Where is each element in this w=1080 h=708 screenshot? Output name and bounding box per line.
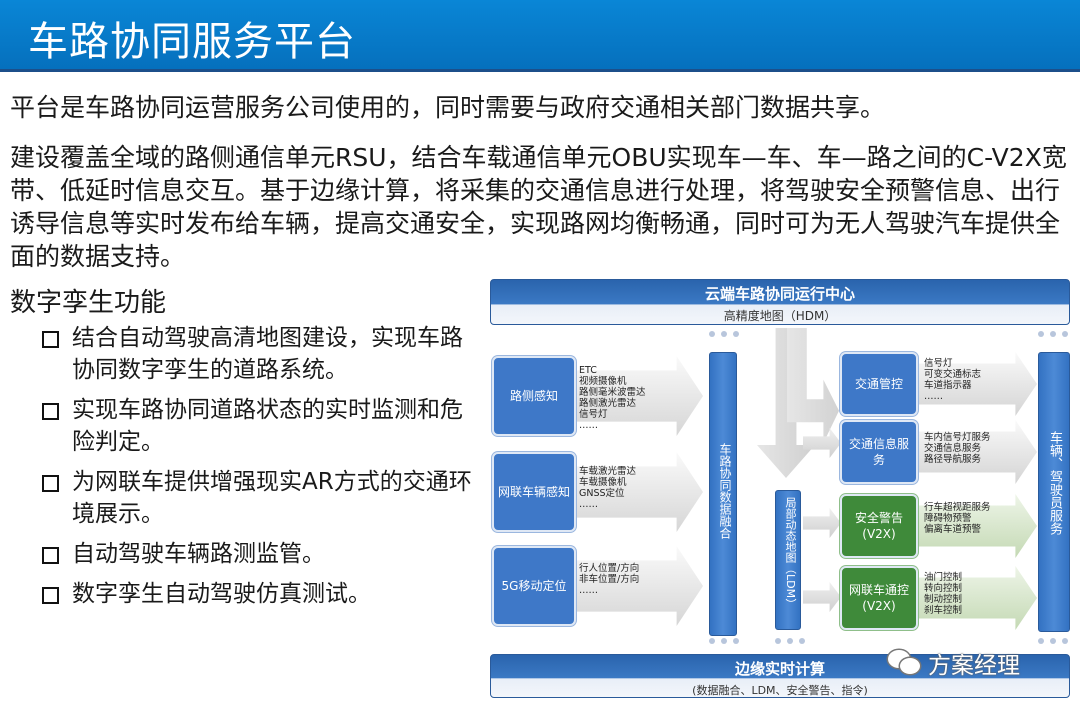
source-vehicle-list: 车载激光雷达 车载摄像机 GNSS定位 …… (579, 466, 637, 510)
list-item-text: 结合自动驾驶高清地图建设，实现车路协同数字孪生的道路系统。 (72, 325, 463, 383)
page-title: 车路协同服务平台 (28, 19, 356, 65)
service-connected-vehicle-control: 网联车通控(V2X) (840, 566, 918, 630)
connector-dots (1038, 331, 1068, 341)
hdm-label: 高精度地图（HDM） (723, 309, 837, 323)
service-traffic-control-list: 信号灯 可变交通标志 车道指示器 …… (924, 358, 982, 402)
source-roadside-list: ETC 视频摄像机 路侧毫米波雷达 路侧激光雷达 信号灯 …… (579, 365, 646, 431)
edge-computing-bar: 边缘实时计算 (数据融合、LDM、安全警告、指令) (490, 654, 1070, 698)
edge-computing-sub: (数据融合、LDM、安全警告、指令) (692, 684, 868, 697)
connector-dots (1038, 638, 1068, 648)
service-safety-warning: 安全警告(V2X) (840, 494, 918, 558)
service-traffic-info: 交通信息服务 (840, 420, 918, 484)
ldm-column: 局部动态地图（LDM） (775, 490, 801, 630)
cloud-center-title: 云端车路协同运行中心 (704, 285, 855, 303)
service-traffic-control: 交通管控 (840, 352, 918, 416)
service-connected-vehicle-list: 油门控制 转向控制 制动控制 刹车控制 (924, 572, 963, 616)
service-traffic-info-list: 车内信号灯服务 交通信息服务 路径导航服务 (924, 432, 991, 465)
link-arrow (803, 428, 841, 458)
driver-service-column: 车辆、驾驶员服务 (1038, 352, 1070, 632)
connector-dots (709, 638, 739, 648)
wechat-icon (888, 648, 922, 678)
checkbox-bullet-icon (42, 587, 59, 604)
list-item: 自动驾驶车辆路测监管。 (42, 538, 472, 570)
connector-dots (775, 638, 805, 648)
watermark: 方案经理 (888, 646, 1020, 680)
list-item: 结合自动驾驶高清地图建设，实现车路协同数字孪生的道路系统。 (42, 322, 472, 386)
source-roadside-sensing: 路侧感知 (492, 356, 576, 436)
source-vehicle-sensing: 网联车辆感知 (492, 452, 576, 532)
checkbox-bullet-icon (42, 547, 59, 564)
list-item: 为网联车提供增强现实AR方式的交通环境展示。 (42, 466, 472, 530)
source-5g-positioning: 5G移动定位 (492, 546, 576, 626)
driver-service-label: 车辆、驾驶员服务 (1047, 431, 1062, 535)
intro-paragraph-2: 建设覆盖全域的路侧通信单元RSU，结合车载通信单元OBU实现车—车、车—路之间的… (10, 143, 1067, 271)
service-safety-warning-list: 行车超视距服务 障碍物预警 偏离车道预警 (924, 502, 991, 535)
watermark-text: 方案经理 (928, 653, 1020, 679)
source-5g-list: 行人位置/方向 非车位置/方向 …… (579, 563, 640, 596)
intro-paragraph-1: 平台是车路协同运营服务公司使用的，同时需要与政府交通相关部门数据共享。 (10, 93, 886, 122)
checkbox-bullet-icon (42, 403, 59, 420)
architecture-diagram: 云端车路协同运行中心 高精度地图（HDM） 路侧感知 ETC 视频摄像机 路侧毫… (487, 276, 1075, 700)
connector-dots (709, 331, 739, 341)
digital-twin-title: 数字孪生功能 (10, 288, 167, 318)
title-bar: 车路协同服务平台 (0, 0, 1080, 72)
checkbox-bullet-icon (42, 475, 59, 492)
checkbox-bullet-icon (42, 331, 59, 348)
link-arrow (803, 508, 841, 538)
ldm-label: 局部动态地图（LDM） (784, 497, 797, 610)
digital-twin-list: 结合自动驾驶高清地图建设，实现车路协同数字孪生的道路系统。 实现车路协同道路状态… (42, 322, 472, 618)
data-fusion-column: 车路协同数据融合 (709, 352, 737, 636)
list-item-text: 实现车路协同道路状态的实时监测和危险判定。 (72, 397, 463, 455)
list-item-text: 自动驾驶车辆路测监管。 (72, 541, 325, 567)
list-item: 数字孪生自动驾驶仿真测试。 (42, 578, 472, 610)
list-item-text: 数字孪生自动驾驶仿真测试。 (72, 581, 371, 607)
edge-computing-title: 边缘实时计算 (734, 660, 825, 678)
cloud-center-bar: 云端车路协同运行中心 高精度地图（HDM） (490, 279, 1070, 325)
list-item: 实现车路协同道路状态的实时监测和危险判定。 (42, 394, 472, 458)
link-arrow (803, 582, 841, 612)
list-item-text: 为网联车提供增强现实AR方式的交通环境展示。 (72, 469, 472, 527)
data-fusion-label: 车路协同数据融合 (718, 443, 732, 539)
